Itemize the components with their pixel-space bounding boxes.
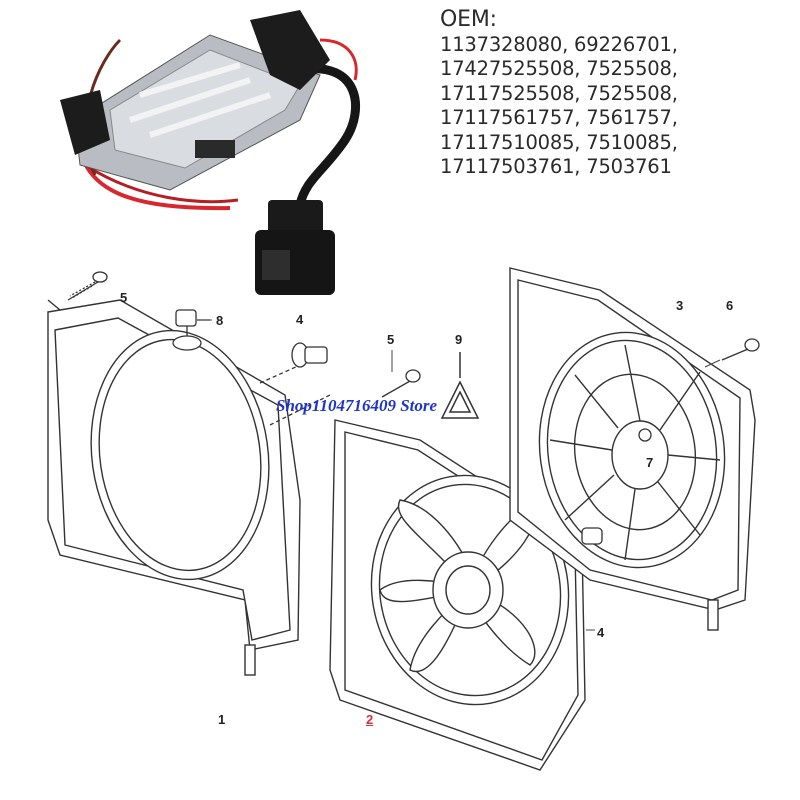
callout-9: 9 [455, 332, 463, 347]
oem-line: 17117510085, 7510085, [440, 130, 678, 154]
callout-5-left: 5 [120, 290, 128, 305]
oem-line: 17117503761, 7503761 [440, 155, 672, 178]
oem-number-list: OEM: 1137328080, 69226701, 17427525508, … [440, 7, 795, 180]
screw-part-5-left [67, 271, 108, 301]
rivet-right [581, 527, 603, 545]
fan-shroud-part-3 [509, 267, 756, 631]
callout-7: 7 [646, 455, 654, 470]
callout-8: 8 [216, 313, 224, 328]
leader-lines [198, 319, 721, 631]
callout-5-mid: 5 [387, 332, 395, 347]
oem-line: 17117561757, 7561757, [440, 106, 678, 129]
oem-line: 17427525508, 7525508, [440, 57, 678, 80]
screw-part-6 [721, 338, 760, 361]
oem-title: OEM: [440, 7, 497, 32]
warning-label-part-9 [440, 352, 480, 419]
callout-4-module: 4 [296, 312, 304, 327]
store-watermark: Shop1104716409 Store [276, 396, 438, 415]
screw-part-7 [638, 428, 652, 442]
push-rivet [259, 342, 331, 426]
callout-6: 6 [726, 298, 734, 313]
fan-control-module-image [60, 10, 360, 295]
oem-line: 17117525508, 7525508, [440, 81, 678, 105]
callout-1: 1 [218, 712, 226, 727]
oem-line: 1137328080, 69226701, [440, 32, 678, 56]
fan-shroud-part-1 [47, 299, 301, 676]
callout-2: 2 [366, 712, 374, 727]
clip-part-8 [172, 309, 210, 351]
screw-part-5-mid [381, 369, 421, 398]
callout-3: 3 [676, 298, 684, 313]
callout-4-fan: 4 [597, 625, 605, 640]
